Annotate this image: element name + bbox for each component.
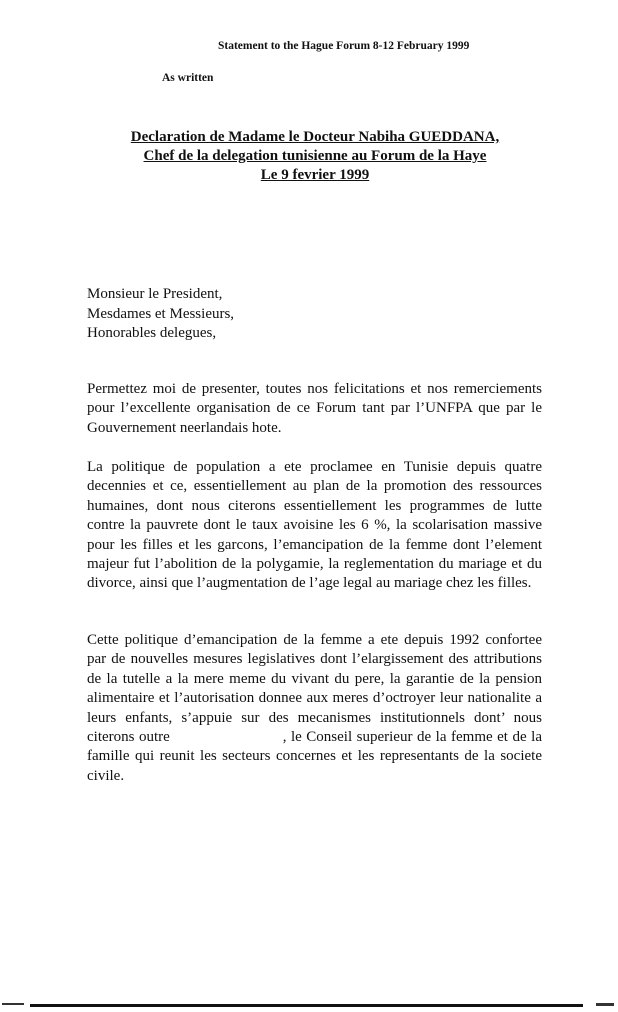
scan-mark-left [2, 1003, 24, 1005]
salutation-line-3: Honorables delegues, [87, 325, 217, 341]
scan-mark-right [596, 1003, 614, 1006]
title-line-1: Declaration de Madame le Docteur Nabiha … [130, 129, 500, 145]
page-bottom-rule [30, 1004, 583, 1007]
salutation: Monsieur le President, Mesdames et Messi… [87, 285, 234, 344]
salutation-line-1: Monsieur le President, [87, 286, 223, 302]
paragraph-thanks: Permettez moi de presenter, toutes nos f… [87, 381, 542, 436]
title-line-3: Le 9 fevrier 1999 [260, 167, 370, 183]
as-written-label: As written [162, 72, 214, 84]
salutation-line-2: Mesdames et Messieurs, [87, 305, 235, 322]
statement-header: Statement to the Hague Forum 8-12 Februa… [218, 40, 470, 52]
paragraph-population-policy: La politique de population a ete proclam… [87, 459, 542, 592]
title-line-2: Chef de la delegation tunisienne au Foru… [143, 148, 487, 164]
paragraph-women-emancipation: Cette politique d’emancipation de la fem… [87, 632, 546, 784]
declaration-title: Declaration de Madame le Docteur Nabiha … [80, 128, 550, 185]
